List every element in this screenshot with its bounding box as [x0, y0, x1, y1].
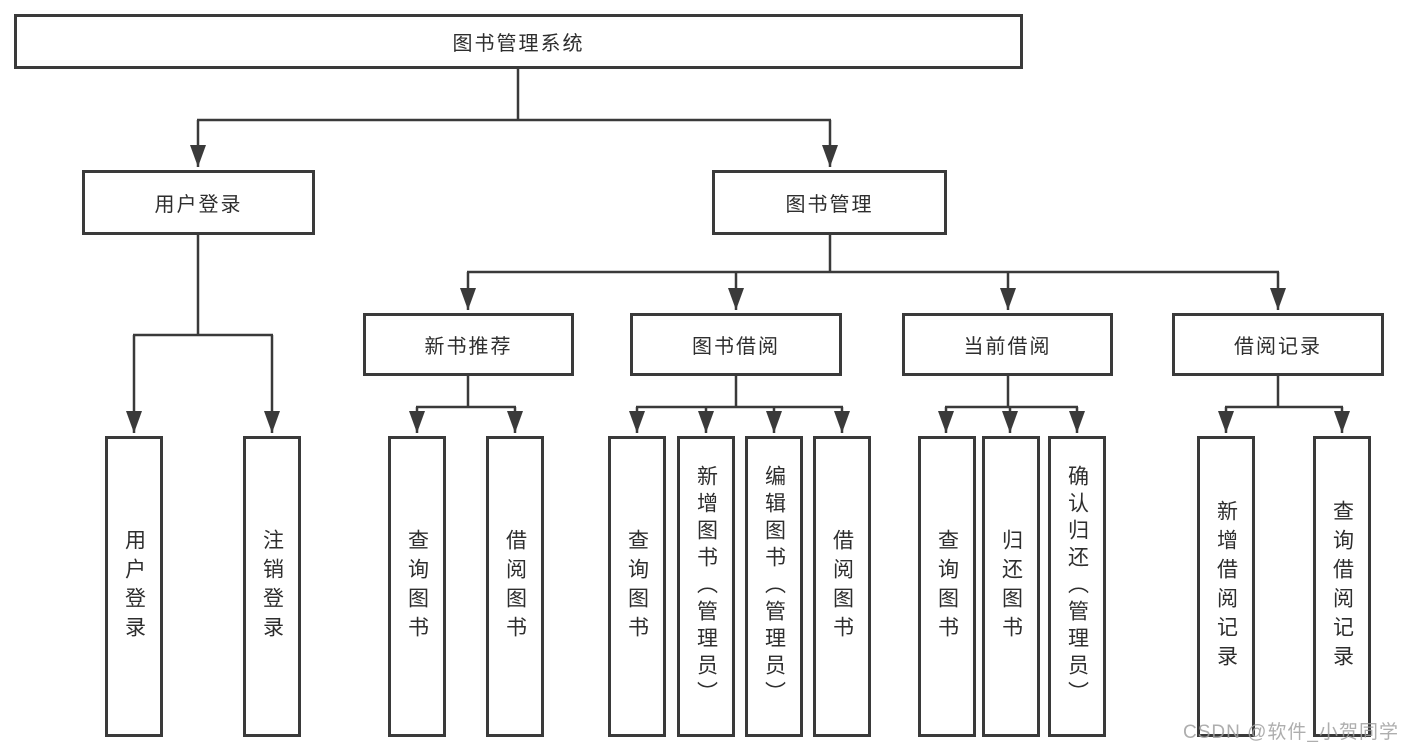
- leaf-add-borrow-record-label: 新增借阅记录: [1214, 499, 1238, 674]
- node-user-login-label: 用户登录: [154, 194, 243, 216]
- leaf-query-borrow-record-label: 查询借阅记录: [1330, 499, 1354, 674]
- node-borrowing-records-label: 借阅记录: [1234, 336, 1322, 358]
- node-current-borrowing-label: 当前借阅: [963, 336, 1052, 358]
- leaf-query-books-current: 查询图书: [918, 436, 976, 737]
- node-new-book-recommend: 新书推荐: [363, 313, 574, 376]
- leaf-query-books-recommend: 查询图书: [388, 436, 446, 737]
- node-book-management-label: 图书管理: [785, 194, 874, 216]
- leaf-query-books-borrowing: 查询图书: [608, 436, 666, 737]
- node-user-login: 用户登录: [82, 170, 315, 235]
- leaf-query-borrow-record: 查询借阅记录: [1313, 436, 1371, 737]
- leaf-edit-books-admin: 编辑图书（管理员）: [745, 436, 803, 737]
- leaf-user-login-label: 用户登录: [122, 528, 146, 645]
- node-current-borrowing: 当前借阅: [902, 313, 1113, 376]
- leaf-query-books-recommend-label: 查询图书: [405, 528, 429, 645]
- leaf-borrow-books-borrowing-label: 借阅图书: [830, 528, 854, 645]
- leaf-borrow-books-borrowing: 借阅图书: [813, 436, 871, 737]
- node-borrowing-records: 借阅记录: [1172, 313, 1384, 376]
- node-root-system: 图书管理系统: [14, 14, 1023, 69]
- node-book-management: 图书管理: [712, 170, 947, 235]
- leaf-return-books: 归还图书: [982, 436, 1040, 737]
- leaf-user-login: 用户登录: [105, 436, 163, 737]
- csdn-watermark: CSDN @软件_小贺同学: [1183, 722, 1399, 743]
- leaf-add-borrow-record: 新增借阅记录: [1197, 436, 1255, 737]
- leaf-borrow-books-recommend: 借阅图书: [486, 436, 544, 737]
- node-root-label: 图书管理系统: [452, 33, 585, 55]
- leaf-logout-label: 注销登录: [260, 528, 284, 645]
- leaf-add-books-admin-label: 新增图书（管理员）: [694, 465, 718, 708]
- leaf-confirm-return-admin: 确认归还（管理员）: [1048, 436, 1106, 737]
- leaf-add-books-admin: 新增图书（管理员）: [677, 436, 735, 737]
- leaf-return-books-label: 归还图书: [999, 528, 1023, 645]
- node-book-borrowing-label: 图书借阅: [692, 336, 780, 358]
- node-book-borrowing: 图书借阅: [630, 313, 842, 376]
- leaf-edit-books-admin-label: 编辑图书（管理员）: [762, 465, 786, 708]
- leaf-confirm-return-admin-label: 确认归还（管理员）: [1065, 465, 1089, 708]
- leaf-query-books-borrowing-label: 查询图书: [625, 528, 649, 645]
- leaf-logout: 注销登录: [243, 436, 301, 737]
- leaf-query-books-current-label: 查询图书: [935, 528, 959, 645]
- node-new-book-recommend-label: 新书推荐: [424, 336, 513, 358]
- leaf-borrow-books-recommend-label: 借阅图书: [503, 528, 527, 645]
